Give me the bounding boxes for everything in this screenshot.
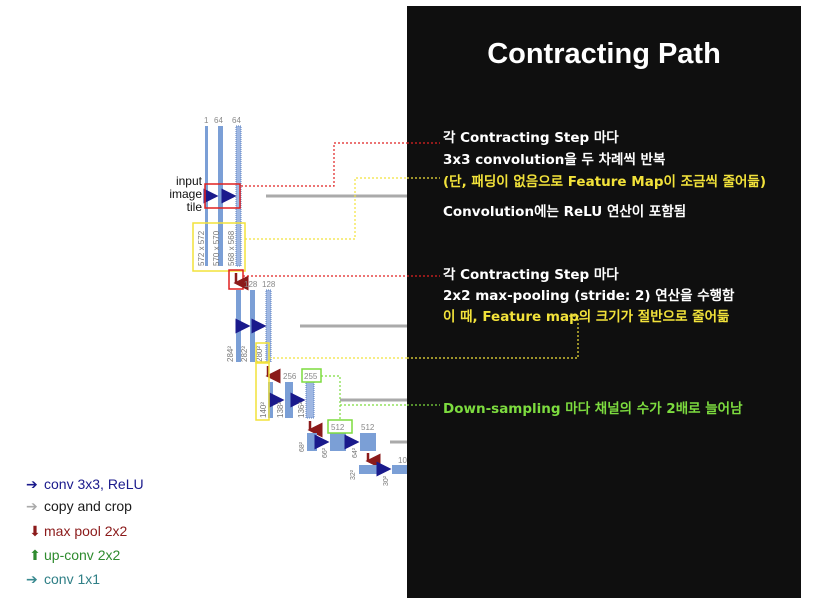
size-label-l5-2: 30² (383, 475, 390, 486)
channel-label-l4-1: 512 (331, 423, 345, 432)
feature-map-l5-a (359, 465, 379, 474)
legend-pool-label: max pool 2x2 (44, 523, 128, 539)
legend-conv-3x3: ➔ conv 3x3, ReLU (26, 476, 144, 493)
highlight-box-sizes-l2 (255, 342, 270, 364)
channel-label-l2-1: 128 (244, 280, 258, 289)
note-conv-line-2: 3x3 convolution을 두 차례씩 반복 (443, 152, 666, 168)
note-down-sampling: Down-sampling 마다 채널의 수가 2배로 늘어남 (443, 401, 743, 417)
upconv-arrow-icon: ⬆ (29, 547, 41, 563)
legend-conv-label: conv 3x3, ReLU (44, 476, 144, 492)
panel-leaders (407, 142, 579, 406)
channel-label-l1-3: 64 (232, 116, 241, 125)
note-pool-line-3: 이 때, Feature map의 크기가 절반으로 줄어듦 (443, 309, 730, 325)
legend-upconv-label: up-conv 2x2 (44, 547, 121, 563)
feature-map-l3-b (285, 382, 293, 418)
size-label-l1-1: 572 x 572 (197, 230, 206, 266)
channel-label-l2-2: 128 (262, 280, 276, 289)
input-label-line-1: input (175, 174, 202, 188)
size-label-l1-2: 570 x 570 (212, 230, 221, 266)
feature-map-l5-b (392, 465, 407, 474)
size-label-l3-3: 136² (297, 402, 306, 418)
leader-conv (241, 142, 440, 187)
highlight-box-conv (204, 183, 241, 209)
feature-map-l4-a (307, 433, 317, 451)
size-label-l4-1: 68² (299, 441, 306, 452)
channel-label-l1-2: 64 (214, 116, 223, 125)
channel-label-l4-2: 512 (361, 423, 375, 432)
note-conv-line-1: 각 Contracting Step 마다 (443, 130, 619, 146)
feature-map-l3-c (305, 381, 315, 419)
legend-up-conv: ⬆up-conv 2x2 (26, 547, 120, 564)
size-label-l4-2: 66² (322, 447, 329, 458)
note-conv-line-3: (단, 패딩이 없음으로 Feature Map이 조금씩 줄어듦) (443, 174, 766, 190)
leader-down (321, 375, 440, 406)
dark-panel (407, 6, 801, 598)
copy-arrow-icon: ➔ (26, 498, 38, 514)
feature-map-l4-b (330, 433, 346, 451)
highlight-box-l2-l3 (255, 361, 270, 421)
size-label-l4-3: 64² (352, 447, 359, 458)
size-label-l5-1: 32² (350, 469, 357, 480)
size-label-l2-3: 280² (255, 346, 264, 362)
size-label-l2-2: 282² (240, 346, 249, 362)
highlight-box-channels-l4 (327, 419, 353, 434)
channel-label-l1-1: 1 (204, 116, 209, 125)
legend-copy-label: copy and crop (44, 498, 132, 514)
highlight-box-sizes-l1 (192, 222, 246, 272)
channel-label-l3-1: 256 (283, 372, 297, 381)
channel-label-l5-1: 10 (398, 456, 407, 465)
conv1x1-arrow-icon: ➔ (26, 571, 38, 587)
note-pool-line-2: 2x2 max-pooling (stride: 2) 연산을 수행함 (443, 288, 735, 304)
legend-copy-crop: ➔ copy and crop (26, 498, 132, 515)
input-label-line-2: image (169, 187, 202, 201)
channel-label-l3-2: 255 (304, 372, 318, 381)
legend-conv-1x1: ➔ conv 1x1 (26, 571, 100, 588)
feature-map-l4-c (360, 433, 376, 451)
input-label-line-3: tile (186, 200, 202, 214)
legend-conv1x1-label: conv 1x1 (44, 571, 101, 587)
slide-title: Contracting Path (487, 38, 721, 70)
conv-arrow-icon: ➔ (26, 476, 38, 492)
input-label: input image tile (160, 175, 202, 214)
feature-map-l1-64a (218, 126, 223, 266)
pool-arrow-icon: ⬇ (29, 523, 41, 539)
size-label-l2-1: 284² (226, 346, 235, 362)
size-label-l1-3: 568 x 568 (227, 230, 236, 266)
leader-sizes (245, 177, 440, 240)
size-label-l3-2: 138² (276, 402, 285, 418)
note-conv-line-4: Convolution에는 ReLU 연산이 포함됨 (443, 204, 687, 220)
leader-sizes-l2-ext (407, 315, 579, 359)
size-label-l3-1: 140² (259, 402, 268, 418)
legend-max-pool: ⬇max pool 2x2 (26, 523, 127, 540)
note-pool-line-1: 각 Contracting Step 마다 (443, 267, 619, 283)
